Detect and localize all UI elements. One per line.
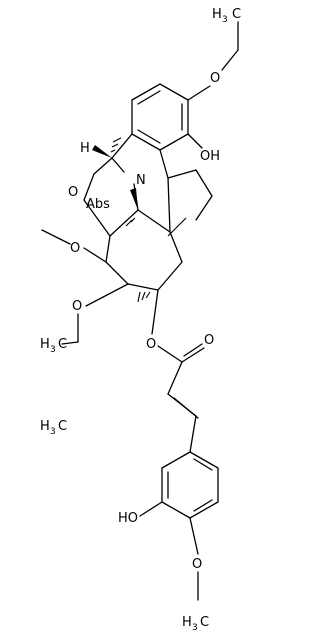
ketal-oxygen-lower: O <box>72 299 82 314</box>
stereo-h: H <box>80 141 90 156</box>
lower-methyl-h: H <box>40 337 50 352</box>
lower-methyl-h-sub: 3 <box>50 345 56 355</box>
bottom-methyl-h: H <box>182 615 192 630</box>
wedge-bond-h <box>92 145 112 158</box>
top-phenol-group: OH <box>187 133 220 164</box>
top-methoxy-oxygen: O <box>210 71 220 86</box>
absolute-stereo-marker: Abs <box>86 197 110 212</box>
low-methyl-h-sub: 3 <box>50 427 56 437</box>
bottom-methyl-h-sub: 3 <box>192 623 198 633</box>
wedge-bond-c14 <box>130 188 138 210</box>
bottom-aromatic-ring <box>161 451 219 519</box>
ester-oxygen-link: O <box>146 337 156 352</box>
bottom-methoxy-oxygen: O <box>192 557 202 572</box>
top-aromatic-ring <box>131 83 189 151</box>
bottom-methoxy-group: O H 3 C <box>182 517 209 633</box>
bottom-methyl-c: C <box>200 615 209 630</box>
ketal-oxygen-left: O <box>70 241 80 256</box>
low-methyl-c: C <box>58 419 67 434</box>
top-methyl-h: H <box>212 7 222 22</box>
ester-oxygen-carbonyl: O <box>204 333 214 348</box>
top-methyl-h-sub: 3 <box>222 15 228 25</box>
bridge-oxygen: O <box>68 185 78 200</box>
bottom-phenol-group: HO <box>118 501 163 526</box>
lower-methyl-c: C <box>58 337 67 352</box>
top-methoxy-group: O H 3 C <box>187 7 241 101</box>
low-methyl-h: H <box>40 419 50 434</box>
nitrogen-atom: N <box>136 173 146 188</box>
low-methyl-group: H 3 C <box>40 419 67 437</box>
top-phenol-oh: OH <box>200 149 220 164</box>
ketal-methoxy-lower: O H 3 C <box>40 283 129 355</box>
morphinan-skeleton <box>83 133 213 291</box>
chemical-structure: O H 3 C OH H <box>40 7 241 633</box>
ketal-methoxy-left: O <box>41 229 107 263</box>
top-methyl-c: C <box>232 7 241 22</box>
stereo-bonds: H <box>80 137 187 303</box>
ester-group: O O <box>146 289 214 453</box>
bottom-phenol-oh: HO <box>118 511 138 526</box>
